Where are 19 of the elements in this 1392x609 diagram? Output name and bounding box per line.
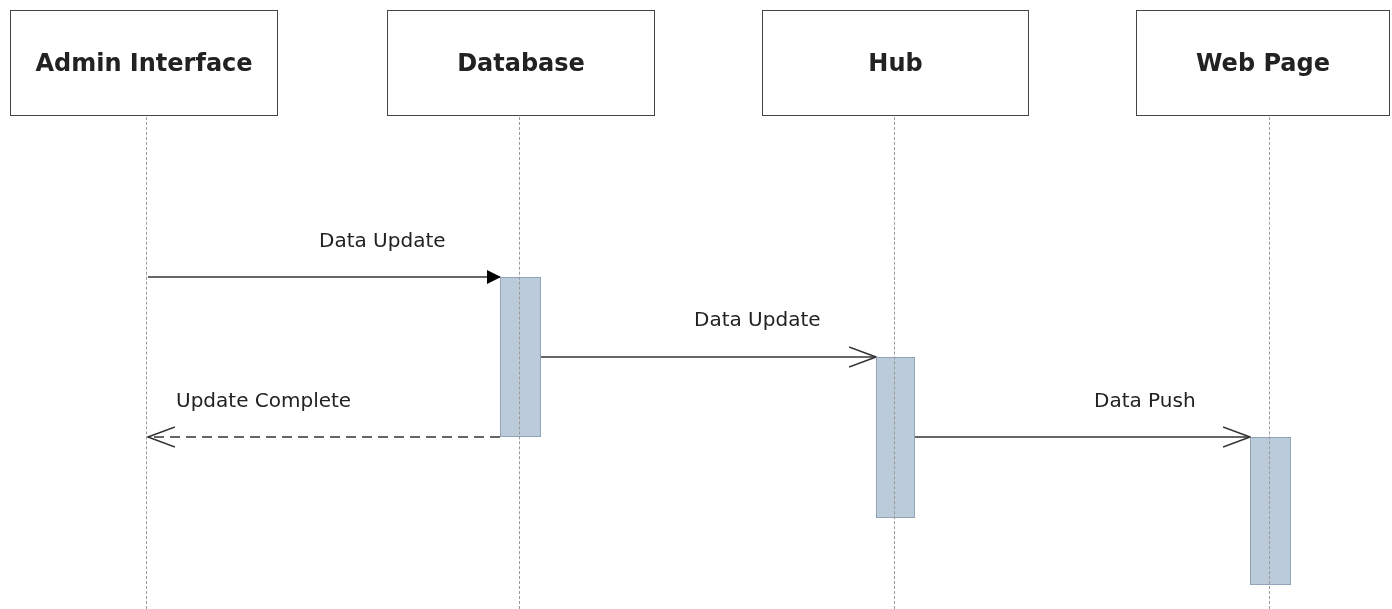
participant-box <box>762 10 1029 116</box>
participant-box <box>1136 10 1390 116</box>
activation-bar <box>500 277 541 437</box>
activation-bar <box>876 357 915 518</box>
lifeline <box>146 117 148 609</box>
arrow <box>914 426 1251 448</box>
participant-label: Database <box>456 48 586 78</box>
arrow <box>147 426 501 448</box>
activation-bar <box>1250 437 1291 585</box>
participant-label: Admin Interface <box>34 48 254 78</box>
arrow <box>147 270 501 284</box>
lifeline <box>1269 117 1271 609</box>
lifeline <box>519 117 521 609</box>
participant-label: Web Page <box>1195 48 1331 78</box>
participant-box <box>10 10 278 116</box>
lifeline <box>894 117 896 609</box>
participant-box <box>387 10 655 116</box>
arrow <box>540 346 877 368</box>
participant-label: Hub <box>867 48 924 78</box>
